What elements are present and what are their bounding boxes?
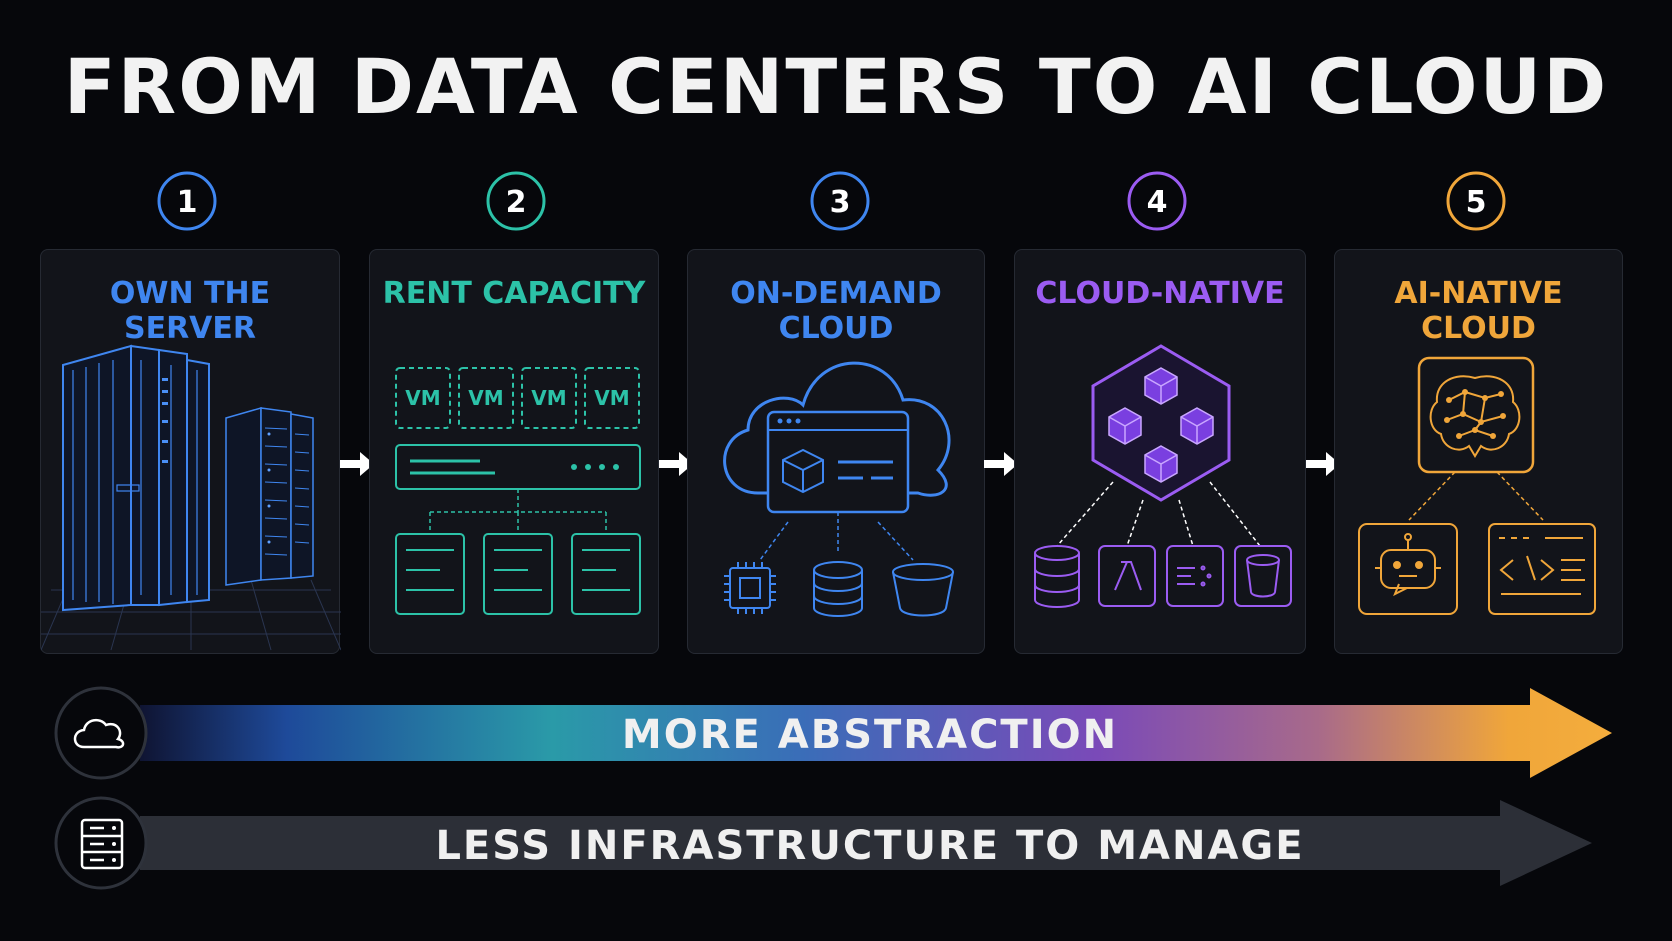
card-title: ON-DEMAND CLOUD (730, 276, 942, 346)
card-cloud-native: CLOUD-NATIVE (1014, 249, 1306, 654)
brain-chip (1417, 356, 1535, 474)
infrastructure-arrow (140, 800, 1592, 886)
card-on-demand-cloud: ON-DEMAND CLOUD (687, 249, 985, 654)
step-number: 3 (830, 185, 851, 220)
timeline: 1 2 3 4 5 (157, 171, 1506, 231)
card-title: AI-NATIVE CLOUD (1394, 276, 1563, 346)
vm-label: VM (405, 386, 440, 410)
arrow-right-icon (659, 452, 693, 476)
step-marker-3: 3 (810, 171, 870, 231)
step-number: 5 (1466, 185, 1487, 220)
card-title: CLOUD-NATIVE (1035, 276, 1285, 311)
step-marker-2: 2 (486, 171, 546, 231)
vm-box (395, 367, 451, 429)
card-ai-native-cloud: AI-NATIVE CLOUD (1334, 249, 1623, 654)
robot-icon (1358, 523, 1458, 615)
lambda-icon (1098, 545, 1156, 607)
vm-label: VM (468, 386, 503, 410)
arrow-right-icon (340, 452, 374, 476)
server-rack-illustration (41, 344, 341, 651)
card-rent-capacity: RENT CAPACITY VM VM VM VM (369, 249, 659, 654)
abstraction-bar (54, 686, 1612, 780)
page-title: FROM DATA CENTERS TO AI CLOUD (63, 42, 1609, 131)
step-number: 2 (506, 185, 527, 220)
step-number: 4 (1147, 185, 1168, 220)
abstraction-arrow (140, 688, 1612, 778)
database-icon (813, 561, 863, 617)
bar-label-infrastructure: LESS INFRASTRUCTURE TO MANAGE (435, 823, 1305, 869)
step-marker-4: 4 (1127, 171, 1187, 231)
cloud-outline (723, 361, 951, 497)
step-number: 1 (177, 185, 198, 220)
cloud-illustration (723, 361, 954, 617)
brain-icon (1429, 375, 1521, 458)
vm-label: VM (531, 386, 566, 410)
vm-illustration: VM VM VM VM (395, 367, 641, 615)
bucket-icon (892, 563, 954, 617)
step-marker-1: 1 (157, 171, 217, 231)
card-own-the-server: OWN THE SERVER (40, 249, 341, 654)
cloud-icon (73, 718, 125, 749)
step-marker-5: 5 (1446, 171, 1506, 231)
cloud-badge (54, 686, 148, 780)
arrow-right-icon (984, 452, 1018, 476)
server-rack-icon (80, 818, 124, 870)
queue-icon (1166, 545, 1224, 607)
containers-illustration (1034, 344, 1292, 608)
vm-box (458, 367, 514, 429)
hexagon-cluster (1091, 344, 1231, 502)
card-title: RENT CAPACITY (382, 276, 646, 311)
code-window-icon (1488, 523, 1596, 615)
database-icon (1034, 545, 1080, 608)
bar-label-abstraction: MORE ABSTRACTION (621, 712, 1119, 758)
arrow-right-icon (1306, 452, 1340, 476)
ai-illustration (1358, 356, 1596, 615)
vm-box (521, 367, 577, 429)
cpu-icon (724, 562, 776, 614)
vm-box (584, 367, 640, 429)
infrastructure-bar (54, 796, 1592, 890)
card-title: OWN THE SERVER (109, 276, 271, 346)
bucket-icon (1234, 545, 1292, 607)
vm-label: VM (594, 386, 629, 410)
